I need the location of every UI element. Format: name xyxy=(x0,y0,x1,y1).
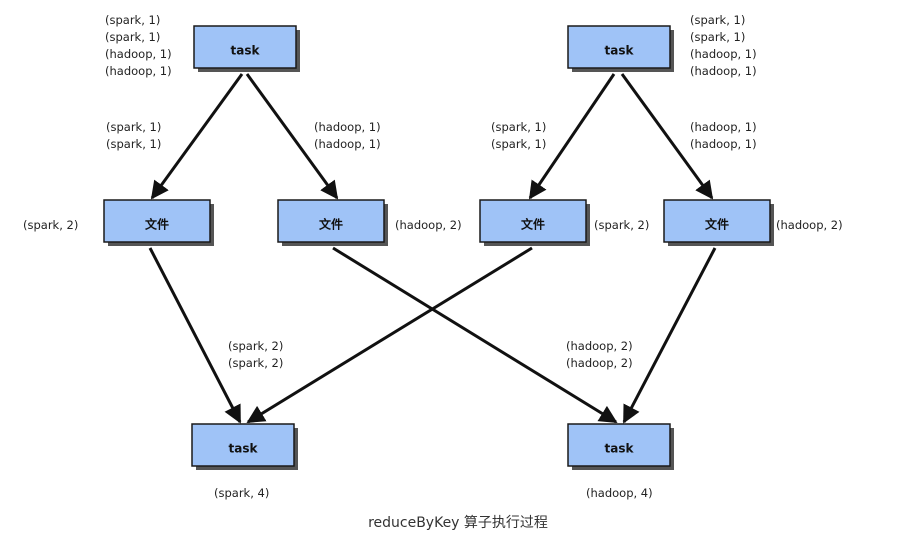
record: (hadoop, 1) xyxy=(314,137,381,151)
edge-map-task-2-to-file-4 xyxy=(620,73,714,200)
file-4-label: 文件 xyxy=(705,217,729,232)
edge-file-3-to-reduce-task-1 xyxy=(246,246,533,424)
record: (hadoop, 1) xyxy=(105,47,172,61)
reduce-task-2-label: task xyxy=(605,442,635,456)
shuffle-write-to-file-3: (spark, 1) (spark, 1) xyxy=(491,120,546,151)
shuffle-read-to-reduce-1: (spark, 2) (spark, 2) xyxy=(228,339,283,370)
file-4-result: (hadoop, 2) xyxy=(776,218,843,232)
record: (spark, 1) xyxy=(690,30,745,44)
record: (spark, 1) xyxy=(106,120,161,134)
file-1-result: (spark, 2) xyxy=(23,218,78,232)
record: (hadoop, 1) xyxy=(314,120,381,134)
edge-map-task-2-to-file-3 xyxy=(528,73,616,200)
record: (spark, 1) xyxy=(105,13,160,27)
record: (spark, 1) xyxy=(690,13,745,27)
record: (hadoop, 1) xyxy=(690,64,757,78)
file-3-label: 文件 xyxy=(521,217,545,232)
file-1-node: 文件 xyxy=(103,199,214,246)
edge-file-1-to-reduce-task-1 xyxy=(148,247,242,424)
record: (hadoop, 1) xyxy=(105,64,172,78)
map-task-1-label: task xyxy=(231,44,261,58)
file-2-label: 文件 xyxy=(319,217,343,232)
record: (spark, 2) xyxy=(228,356,283,370)
reduce-task-1-result: (spark, 4) xyxy=(214,486,269,500)
map-task-2-node: task xyxy=(567,25,674,72)
shuffle-read-to-reduce-2: (hadoop, 2) (hadoop, 2) xyxy=(566,339,633,370)
file-2-node: 文件 xyxy=(277,199,388,246)
record: (hadoop, 1) xyxy=(690,47,757,61)
map-task-1-input-records: (spark, 1) (spark, 1) (hadoop, 1) (hadoo… xyxy=(105,13,172,78)
diagram-caption: reduceByKey 算子执行过程 xyxy=(368,515,548,531)
reduce-task-2-node: task xyxy=(567,423,674,470)
reduce-task-1-label: task xyxy=(229,442,259,456)
record: (hadoop, 1) xyxy=(690,120,757,134)
file-1-label: 文件 xyxy=(145,217,169,232)
edge-file-2-to-reduce-task-2 xyxy=(332,246,618,424)
map-task-2-label: task xyxy=(605,44,635,58)
reduce-task-2-result: (hadoop, 4) xyxy=(586,486,653,500)
record: (spark, 2) xyxy=(228,339,283,353)
file-4-node: 文件 xyxy=(663,199,774,246)
record: (spark, 1) xyxy=(106,137,161,151)
record: (hadoop, 2) xyxy=(566,339,633,353)
shuffle-write-to-file-4: (hadoop, 1) (hadoop, 1) xyxy=(690,120,757,151)
shuffle-write-to-file-1: (spark, 1) (spark, 1) xyxy=(106,120,161,151)
record: (spark, 1) xyxy=(491,137,546,151)
edge-map-task-1-to-file-2 xyxy=(245,73,339,200)
map-task-2-input-records: (spark, 1) (spark, 1) (hadoop, 1) (hadoo… xyxy=(690,13,757,78)
file-2-result: (hadoop, 2) xyxy=(395,218,462,232)
file-3-result: (spark, 2) xyxy=(594,218,649,232)
file-3-node: 文件 xyxy=(479,199,590,246)
reduce-task-1-node: task xyxy=(191,423,298,470)
edges xyxy=(148,73,717,424)
record: (spark, 1) xyxy=(491,120,546,134)
map-task-1-node: task xyxy=(193,25,300,72)
record: (hadoop, 2) xyxy=(566,356,633,370)
edge-map-task-1-to-file-1 xyxy=(150,73,244,200)
record: (spark, 1) xyxy=(105,30,160,44)
edge-file-4-to-reduce-task-2 xyxy=(622,247,717,424)
shuffle-write-to-file-2: (hadoop, 1) (hadoop, 1) xyxy=(314,120,381,151)
record: (hadoop, 1) xyxy=(690,137,757,151)
